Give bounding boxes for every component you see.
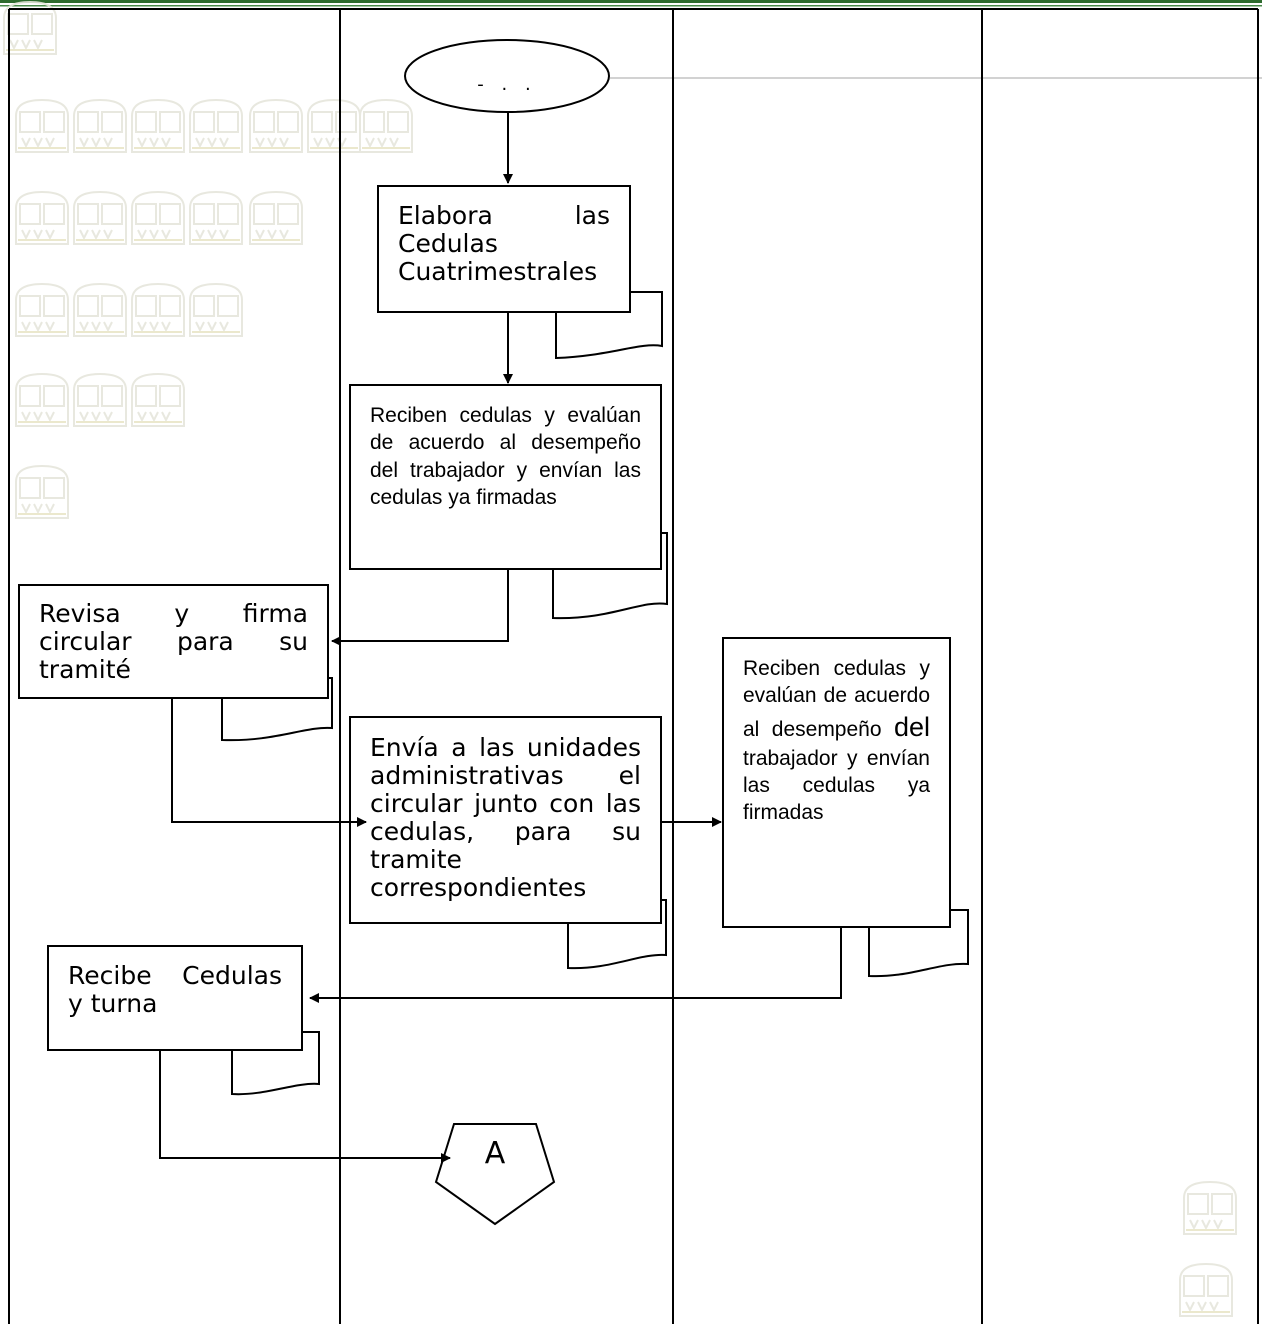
watermark-seals bbox=[3, 0, 1237, 1317]
arrow-recibe-to-connector bbox=[159, 1050, 451, 1163]
process-elabora-cedulas: Elabora las Cedulas Cuatrimestrales bbox=[398, 201, 610, 286]
flow-arrows bbox=[159, 112, 842, 1163]
top-border bbox=[0, 0, 1262, 3]
process-recibe-turna: Recibe Cedulas y turna bbox=[68, 961, 282, 1018]
swimlane-frame bbox=[8, 8, 1259, 1324]
process-reciben-cedulas: Reciben cedulas y evalúan de acuerdo al … bbox=[370, 404, 641, 509]
document-shapes bbox=[18, 185, 969, 1096]
reciben2-text-b: trabajador y envían las cedulas ya firma… bbox=[743, 746, 930, 825]
arrow-revisa-to-envia bbox=[171, 698, 367, 827]
arrow-reciben2-to-recibe bbox=[309, 927, 842, 1003]
connector-label: A bbox=[484, 1136, 506, 1171]
reciben2-text-a: Reciben cedulas y evalúan de acuerdo al … bbox=[743, 657, 930, 741]
arrow-reciben-to-revisa bbox=[331, 569, 509, 646]
process-revisa-firma: Revisa y firma circular para su tramité bbox=[39, 599, 308, 684]
reciben2-text-del: del bbox=[893, 711, 930, 742]
process-envia-unidades: Envía a las unidades administrativas el … bbox=[370, 733, 641, 902]
start-label: - . . bbox=[477, 74, 537, 95]
process-reciben-cedulas-2: Reciben cedulas y evalúan de acuerdo al … bbox=[723, 651, 950, 831]
connector-a bbox=[434, 1123, 556, 1226]
